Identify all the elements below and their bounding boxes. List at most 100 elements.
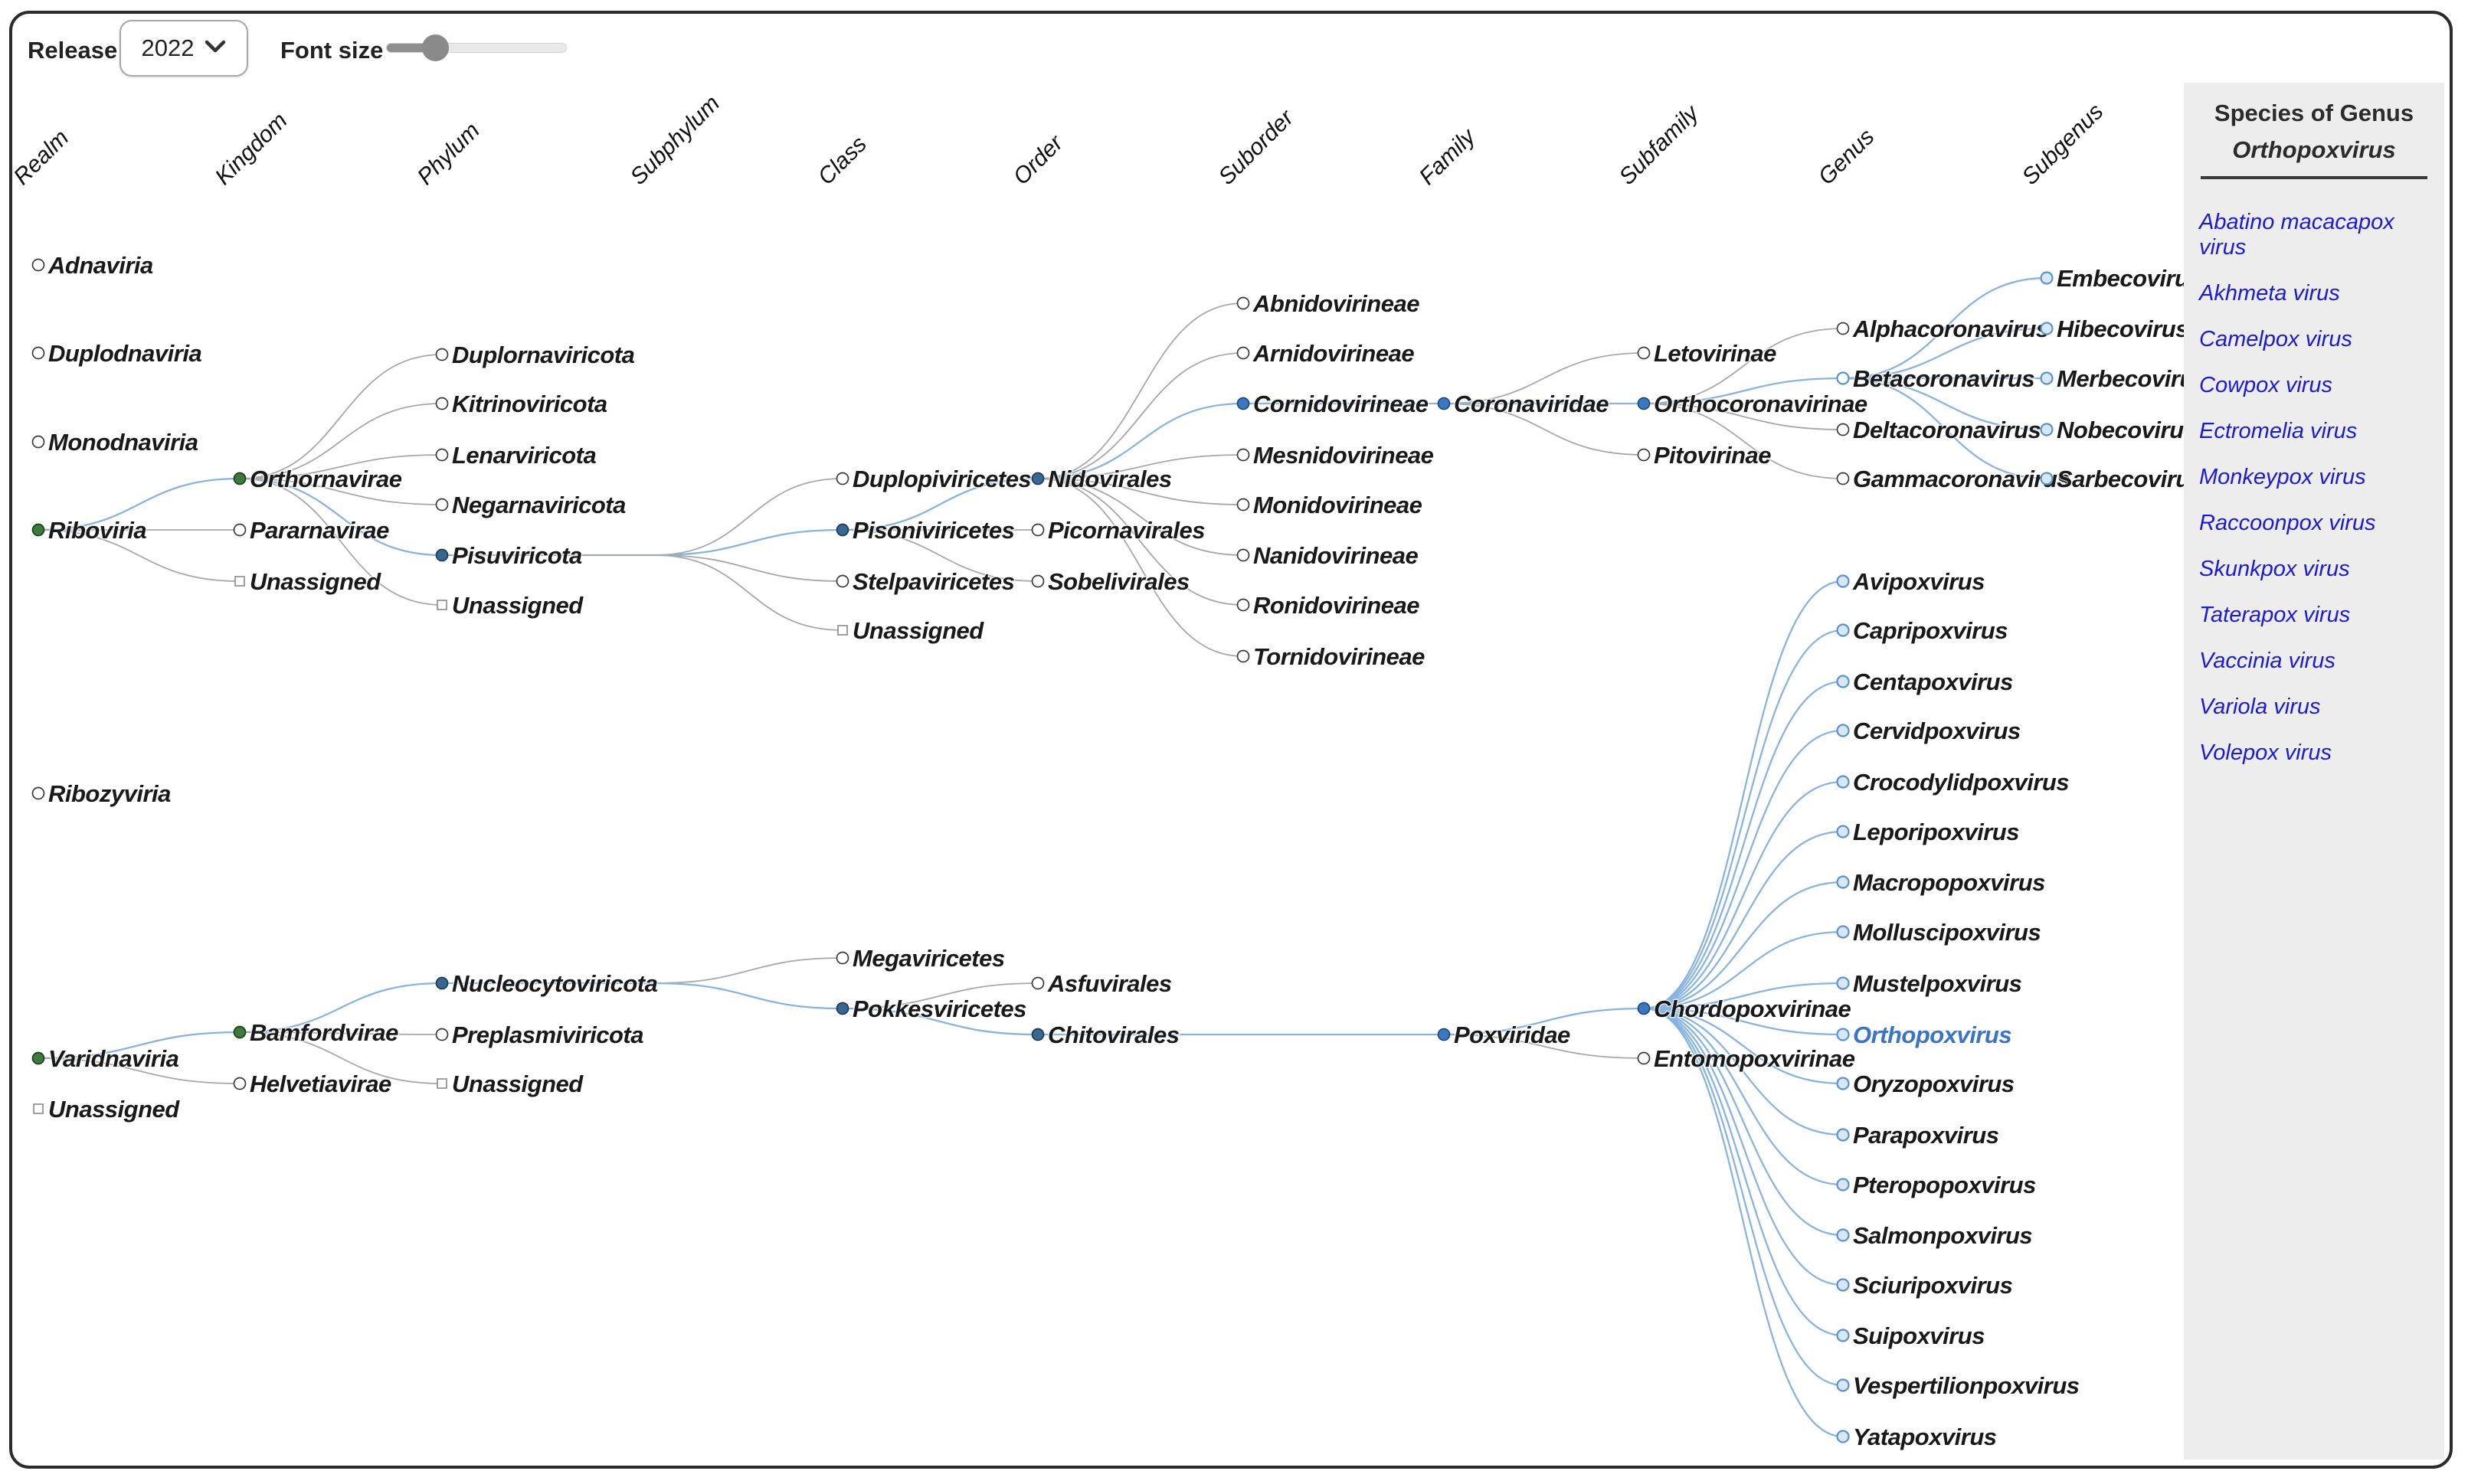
taxon-circle-marker — [1836, 1278, 1850, 1292]
taxon-circle-marker — [1836, 423, 1850, 436]
tree-node-vespertilionpoxvirus[interactable]: Vespertilionpoxvirus — [1836, 1371, 2081, 1401]
tree-node-nobecovirus[interactable]: Nobecovirus — [2040, 416, 2198, 445]
species-link[interactable]: Volepox virus — [2199, 740, 2332, 765]
species-link[interactable]: Vaccinia virus — [2199, 649, 2335, 673]
tree-node-unassigned_kingdom[interactable]: Unassigned — [234, 567, 383, 597]
tree-node-pisuviricota[interactable]: Pisuviricota — [435, 541, 584, 570]
tree-node-poxviridae[interactable]: Poxviridae — [1437, 1021, 1572, 1050]
tree-node-crocodylidpoxvirus[interactable]: Crocodylidpoxvirus — [1836, 768, 2070, 797]
tree-node-riboviria[interactable]: Riboviria — [31, 516, 148, 545]
tree-node-leporipoxvirus[interactable]: Leporipoxvirus — [1836, 818, 2021, 847]
tree-node-bamfordvirae[interactable]: Bamfordvirae — [233, 1018, 400, 1048]
release-select[interactable]: 2022 — [119, 20, 248, 77]
species-link[interactable]: Ectromelia virus — [2199, 419, 2358, 443]
tree-node-monidovirineae[interactable]: Monidovirineae — [1236, 491, 1424, 520]
tree-node-mesnidovirineae[interactable]: Mesnidovirineae — [1236, 441, 1435, 470]
taxon-label: Duplornaviricota — [452, 342, 635, 368]
tree-node-stelpaviricetes[interactable]: Stelpaviricetes — [836, 567, 1016, 597]
species-link[interactable]: Skunkpox virus — [2199, 557, 2350, 581]
tree-node-nucleocytoviricota[interactable]: Nucleocytoviricota — [435, 969, 660, 999]
tree-node-ronidovirineae[interactable]: Ronidovirineae — [1236, 591, 1421, 620]
tree-node-avipoxvirus[interactable]: Avipoxvirus — [1836, 567, 1986, 597]
tree-node-parapoxvirus[interactable]: Parapoxvirus — [1836, 1121, 2001, 1150]
tree-node-coronaviridae[interactable]: Coronaviridae — [1437, 390, 1610, 419]
tree-node-helvetiavirae[interactable]: Helvetiavirae — [233, 1070, 393, 1099]
tree-node-cervidpoxvirus[interactable]: Cervidpoxvirus — [1836, 717, 2022, 746]
tree-node-sobelivirales[interactable]: Sobelivirales — [1031, 567, 1191, 597]
tree-node-embecovirus[interactable]: Embecovirus — [2040, 264, 2203, 293]
slider-track[interactable] — [386, 43, 567, 53]
species-link[interactable]: Raccoonpox virus — [2199, 511, 2376, 535]
tree-node-monodnaviria[interactable]: Monodnaviria — [31, 428, 200, 457]
tree-node-duplopiviricetes[interactable]: Duplopiviricetes — [836, 465, 1033, 494]
tree-node-unassigned_phylum2[interactable]: Unassigned — [437, 1070, 585, 1099]
taxon-label: Lenarviricota — [452, 442, 596, 469]
tree-node-deltacoronavirus[interactable]: Deltacoronavirus — [1836, 416, 2043, 445]
species-link[interactable]: Monkeypox virus — [2199, 465, 2366, 489]
tree-node-duplornaviricota[interactable]: Duplornaviricota — [435, 341, 637, 370]
tree-node-arnidovirineae[interactable]: Arnidovirineae — [1236, 339, 1416, 368]
taxon-circle-marker — [1836, 724, 1850, 737]
species-link[interactable]: Variola virus — [2199, 695, 2321, 719]
tree-node-pitovirinae[interactable]: Pitovirinae — [1637, 441, 1772, 470]
taxon-circle-marker — [435, 1028, 449, 1041]
species-link[interactable]: Akhmeta virus — [2199, 281, 2340, 306]
species-link[interactable]: Cowpox virus — [2199, 373, 2333, 397]
tree-node-merbecovirus[interactable]: Merbecovirus — [2040, 364, 2208, 394]
tree-node-sarbecovirus[interactable]: Sarbecovirus — [2040, 465, 2205, 494]
tree-node-picornavirales[interactable]: Picornavirales — [1031, 516, 1206, 545]
tree-node-orthopoxvirus[interactable]: Orthopoxvirus — [1836, 1021, 2013, 1050]
tree-node-gammacoronavirus[interactable]: Gammacoronavirus — [1836, 465, 2071, 494]
tree-node-pararnavirae[interactable]: Pararnavirae — [233, 516, 391, 545]
tree-node-entomopoxvirinae[interactable]: Entomopoxvirinae — [1637, 1044, 1857, 1074]
tree-node-varidnaviria[interactable]: Varidnaviria — [31, 1044, 181, 1074]
tree-node-unassigned_phylum[interactable]: Unassigned — [437, 591, 585, 620]
tree-node-lenarviricota[interactable]: Lenarviricota — [435, 441, 597, 470]
tree-node-suipoxvirus[interactable]: Suipoxvirus — [1836, 1322, 1986, 1351]
tree-node-asfuvirales[interactable]: Asfuvirales — [1031, 969, 1173, 999]
tree-node-yatapoxvirus[interactable]: Yatapoxvirus — [1836, 1423, 1998, 1452]
tree-node-adnaviria[interactable]: Adnaviria — [31, 251, 155, 280]
tree-node-orthornavirae[interactable]: Orthornavirae — [233, 465, 404, 494]
tree-node-oryzopoxvirus[interactable]: Oryzopoxvirus — [1836, 1070, 2016, 1099]
tree-node-hibecovirus[interactable]: Hibecovirus — [2040, 315, 2190, 344]
tree-node-capripoxvirus[interactable]: Capripoxvirus — [1836, 616, 2009, 646]
taxon-circle-marker — [836, 951, 849, 965]
tree-node-tornidovirineae[interactable]: Tornidovirineae — [1236, 642, 1426, 672]
taxon-label: Ribozyviria — [48, 780, 171, 807]
tree-node-nidovirales[interactable]: Nidovirales — [1031, 465, 1173, 494]
species-link[interactable]: Abatino macacapox virus — [2199, 210, 2394, 260]
tree-node-abnidovirineae[interactable]: Abnidovirineae — [1236, 289, 1421, 319]
tree-node-cornidovirineae[interactable]: Cornidovirineae — [1236, 390, 1430, 419]
tree-node-molluscipoxvirus[interactable]: Molluscipoxvirus — [1836, 918, 2042, 947]
species-link[interactable]: Taterapox virus — [2199, 603, 2351, 627]
tree-node-letovirinae[interactable]: Letovirinae — [1637, 339, 1778, 368]
tree-node-chitovirales[interactable]: Chitovirales — [1031, 1021, 1181, 1050]
tree-node-mustelpoxvirus[interactable]: Mustelpoxvirus — [1836, 969, 2024, 999]
tree-node-kitrinoviricota[interactable]: Kitrinoviricota — [435, 390, 609, 419]
font-size-slider[interactable] — [386, 32, 567, 63]
tree-node-pokkesviricetes[interactable]: Pokkesviricetes — [836, 995, 1028, 1024]
tree-node-duplodnaviria[interactable]: Duplodnaviria — [31, 339, 203, 368]
column-header-subphylum: Subphylum — [626, 90, 725, 189]
species-link[interactable]: Camelpox virus — [2199, 327, 2352, 351]
tree-edge — [38, 1057, 241, 1084]
tree-node-chordopoxvirinae[interactable]: Chordopoxvirinae — [1637, 995, 1853, 1024]
tree-node-unassigned_class[interactable]: Unassigned — [837, 616, 986, 646]
tree-node-negarnaviricota[interactable]: Negarnaviricota — [435, 491, 627, 520]
tree-node-preplasmiviricota[interactable]: Preplasmiviricota — [435, 1021, 645, 1050]
slider-thumb[interactable] — [421, 34, 449, 61]
tree-node-nanidovirineae[interactable]: Nanidovirineae — [1236, 541, 1419, 570]
tree-node-ribozyviria[interactable]: Ribozyviria — [31, 780, 172, 809]
tree-node-orthocoronavirinae[interactable]: Orthocoronavirinae — [1637, 390, 1869, 419]
tree-node-sciuripoxvirus[interactable]: Sciuripoxvirus — [1836, 1271, 2015, 1300]
tree-node-macropopoxvirus[interactable]: Macropopoxvirus — [1836, 868, 2047, 897]
tree-node-pteropopoxvirus[interactable]: Pteropopoxvirus — [1836, 1171, 2038, 1200]
tree-node-betacoronavirus[interactable]: Betacoronavirus — [1836, 364, 2036, 394]
tree-node-megaviricetes[interactable]: Megaviricetes — [836, 944, 1007, 973]
tree-node-pisoniviricetes[interactable]: Pisoniviricetes — [836, 516, 1016, 545]
tree-node-centapoxvirus[interactable]: Centapoxvirus — [1836, 668, 2015, 697]
tree-node-alphacoronavirus[interactable]: Alphacoronavirus — [1836, 315, 2051, 344]
tree-node-unassigned_realm[interactable]: Unassigned — [33, 1095, 182, 1124]
tree-node-salmonpoxvirus[interactable]: Salmonpoxvirus — [1836, 1221, 2034, 1250]
